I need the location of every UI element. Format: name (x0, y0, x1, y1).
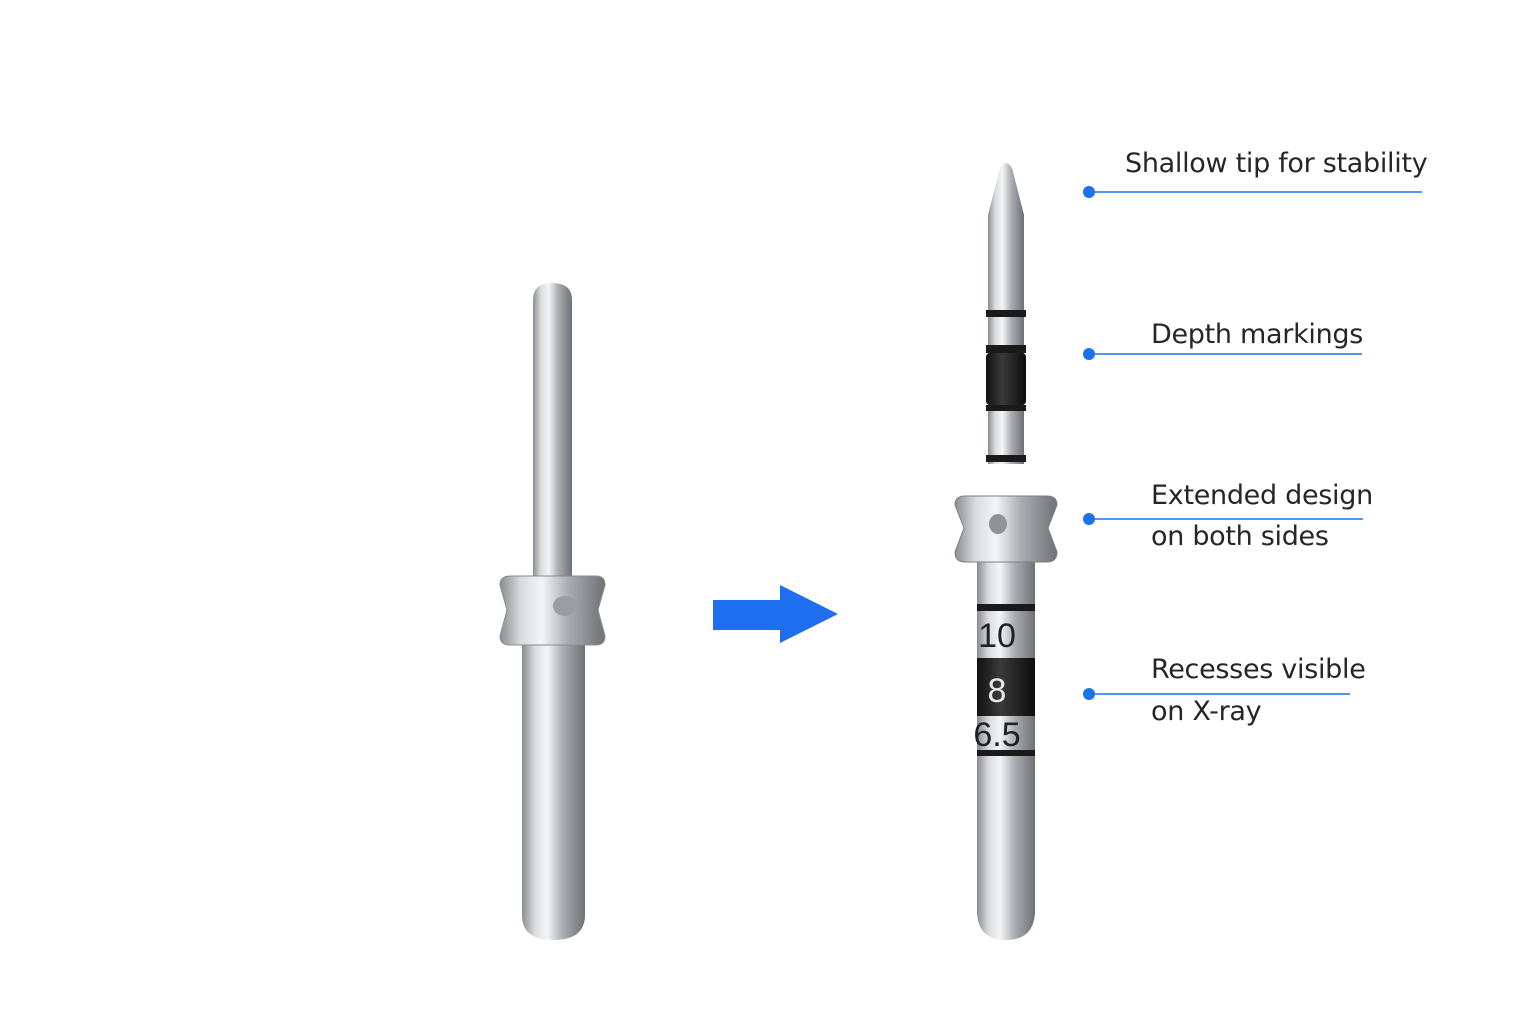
improved-pin: 10 8 6.5 (954, 163, 1058, 940)
depth-mark-10: 10 (978, 617, 1016, 655)
original-pin (499, 283, 606, 940)
depth-mark-6-5: 6.5 (973, 716, 1020, 754)
annotation-recesses-line2: on X-ray (1151, 696, 1262, 727)
annotation-shallow-tip: Shallow tip for stability (1125, 148, 1428, 179)
callout-lines (1089, 191, 1422, 695)
annotation-depth-markings: Depth markings (1151, 319, 1364, 350)
arrow-right-icon (713, 585, 838, 643)
depth-mark-8: 8 (988, 672, 1007, 710)
callout-dots (1083, 186, 1095, 700)
annotation-extended-design-line2: on both sides (1151, 521, 1329, 552)
annotation-extended-design-line1: Extended design (1151, 480, 1373, 511)
annotation-recesses-line1: Recesses visible (1151, 654, 1366, 685)
